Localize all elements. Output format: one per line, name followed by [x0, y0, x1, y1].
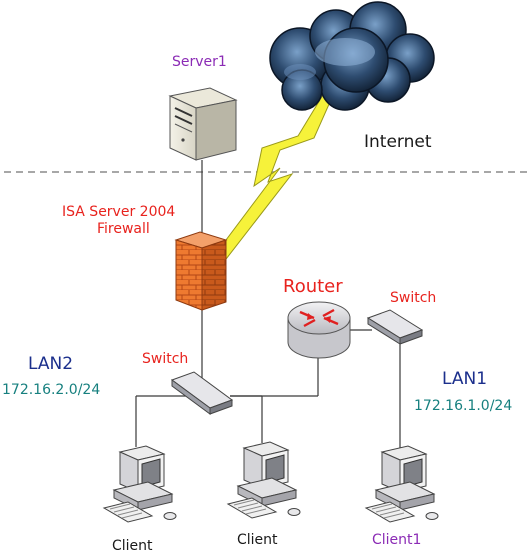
server-icon	[168, 87, 238, 161]
lan1-label: LAN1	[442, 369, 488, 389]
firewall-label-line1: ISA Server 2004	[62, 204, 176, 220]
firewall-label-line2: Firewall	[97, 221, 150, 237]
client1-label: Client1	[372, 532, 422, 548]
router-icon	[287, 301, 351, 359]
firewall-icon	[174, 231, 228, 311]
client-label: Client	[112, 538, 153, 554]
computer-icon	[102, 445, 177, 523]
switch-right-label: Switch	[390, 290, 437, 306]
client-label: Client	[237, 532, 278, 548]
cloud-icon	[269, 1, 435, 111]
router-label: Router	[283, 276, 343, 297]
computer-icon	[226, 441, 301, 519]
lan1-subnet: 172.16.1.0/24	[414, 398, 513, 414]
switch-icon	[170, 371, 234, 415]
server-label: Server1	[172, 54, 227, 70]
lan2-subnet: 172.16.2.0/24	[2, 382, 101, 398]
lan2-label: LAN2	[28, 354, 74, 374]
internet-label: Internet	[364, 132, 432, 152]
computer-icon	[364, 445, 439, 523]
network-links	[135, 160, 401, 448]
switch-icon	[366, 309, 424, 345]
switch-left-label: Switch	[142, 351, 189, 367]
